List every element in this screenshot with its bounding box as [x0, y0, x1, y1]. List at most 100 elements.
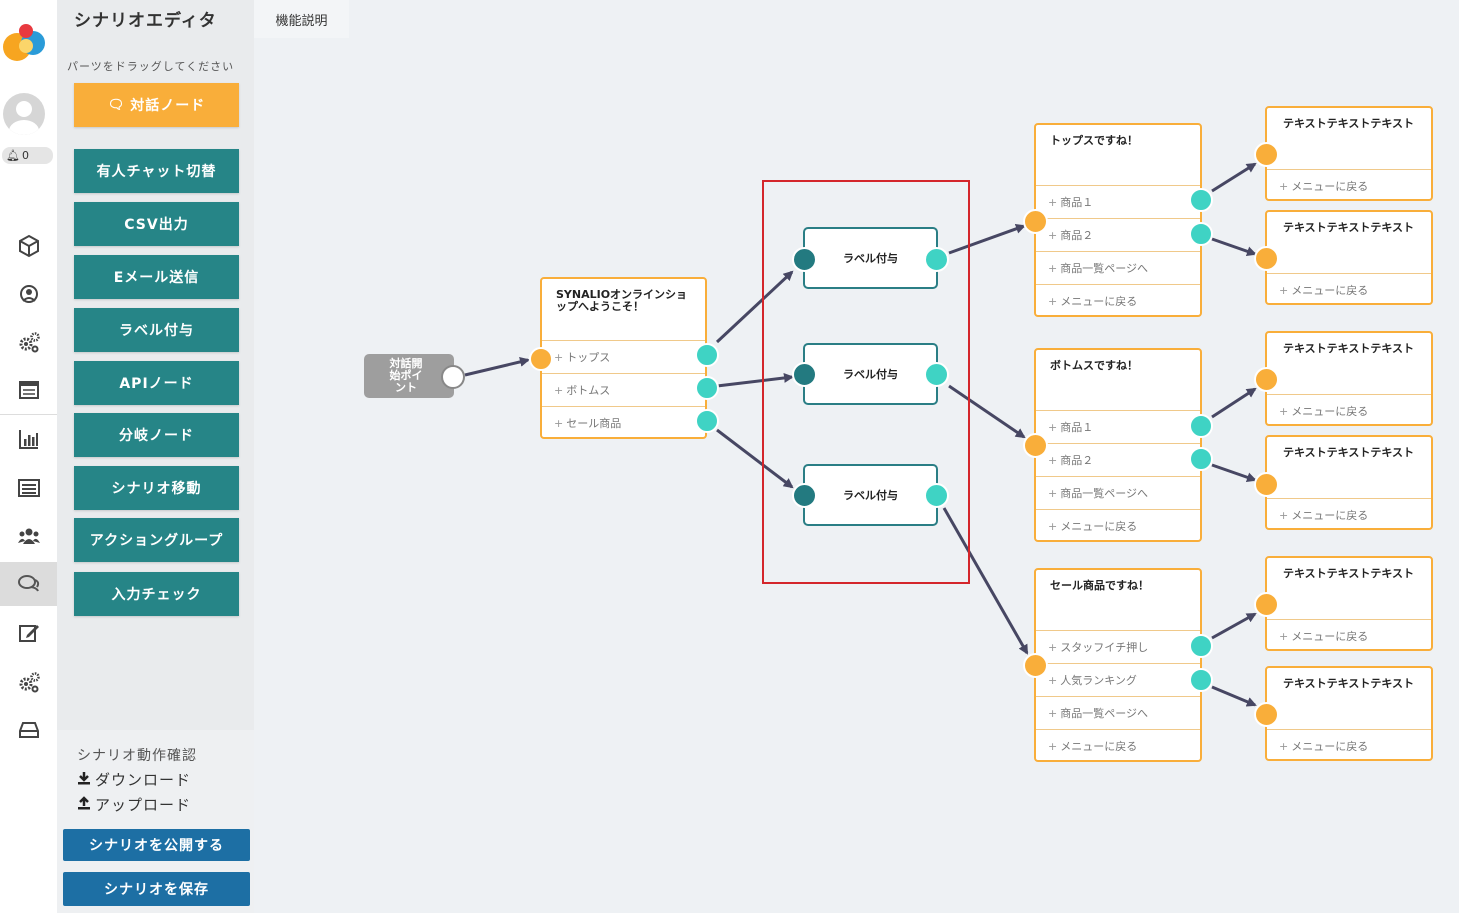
label-output-port[interactable]: [924, 247, 949, 272]
leaf-dialog-node[interactable]: テキストテキストテキスト +メニューに戻る: [1265, 666, 1433, 761]
branch-dialog-node[interactable]: トップスですね！ +商品１ +商品２ +商品一覧ページへ +メニューに戻る: [1034, 123, 1202, 317]
branch-input-port[interactable]: [1023, 209, 1048, 234]
leaf-dialog-node[interactable]: テキストテキストテキスト +メニューに戻る: [1265, 106, 1433, 201]
branch-output-port[interactable]: [1189, 634, 1213, 658]
leaf-input-port[interactable]: [1254, 367, 1279, 392]
label-output-port[interactable]: [924, 362, 949, 387]
leaf-input-port[interactable]: [1254, 246, 1279, 271]
label-node[interactable]: ラベル付与: [803, 343, 938, 405]
edge-b2-leaf4: [1211, 463, 1257, 483]
label-input-port[interactable]: [792, 483, 817, 508]
branch-node-button[interactable]: 分岐ノード: [74, 413, 239, 457]
scenario-move-button[interactable]: シナリオ移動: [74, 466, 239, 510]
scenario-test-link[interactable]: シナリオ動作確認: [77, 748, 197, 764]
dialog-node-button[interactable]: 🗨︎ 対話ノード: [74, 83, 239, 127]
node-option-row[interactable]: +メニューに戻る: [1267, 394, 1431, 427]
logo-icon[interactable]: [2, 22, 48, 66]
headset-icon[interactable]: [0, 272, 57, 316]
bar-chart-icon[interactable]: [0, 417, 57, 461]
publish-scenario-button[interactable]: シナリオを公開する: [63, 829, 250, 861]
tab-feature-description[interactable]: 機能説明: [254, 0, 349, 38]
node-option-row[interactable]: +メニューに戻る: [1267, 619, 1431, 652]
node-title: テキストテキストテキスト: [1283, 117, 1415, 130]
download-link[interactable]: ダウンロード: [77, 769, 191, 790]
leaf-dialog-node[interactable]: テキストテキストテキスト +メニューに戻る: [1265, 435, 1433, 530]
branch-input-port[interactable]: [1023, 433, 1048, 458]
browser-window-icon[interactable]: [0, 368, 57, 412]
node-option-row[interactable]: +メニューに戻る: [1036, 729, 1200, 762]
label-assign-button[interactable]: ラベル付与: [74, 308, 239, 352]
upload-link[interactable]: アップロード: [77, 794, 191, 815]
node-option-row[interactable]: +メニューに戻る: [1267, 729, 1431, 762]
leaf-input-port[interactable]: [1254, 702, 1279, 727]
api-node-button[interactable]: APIノード: [74, 361, 239, 405]
branch-output-port[interactable]: [1189, 447, 1213, 471]
edge-root-label3: [716, 428, 794, 489]
csv-output-button[interactable]: CSV出力: [74, 202, 239, 246]
label-node[interactable]: ラベル付与: [803, 464, 938, 526]
node-option-row[interactable]: +商品２: [1036, 218, 1200, 251]
leaf-input-port[interactable]: [1254, 472, 1279, 497]
leaf-dialog-node[interactable]: テキストテキストテキスト +メニューに戻る: [1265, 331, 1433, 426]
leaf-input-port[interactable]: [1254, 592, 1279, 617]
node-option-row[interactable]: +トップス: [542, 340, 705, 373]
human-chat-switch-button[interactable]: 有人チャット切替: [74, 149, 239, 193]
scenario-canvas[interactable]: 機能説明 対話開始ポイント SYNALIOオンラインショップへ: [254, 0, 1459, 913]
edit-icon[interactable]: [0, 611, 57, 655]
label-node[interactable]: ラベル付与: [803, 227, 938, 289]
list-icon[interactable]: [0, 466, 57, 510]
node-option-row[interactable]: +セール商品: [542, 406, 705, 439]
branch-output-port[interactable]: [1189, 188, 1213, 212]
chat-icon[interactable]: [0, 562, 57, 606]
label-input-port[interactable]: [792, 247, 817, 272]
root-output-port[interactable]: [695, 343, 719, 367]
node-option-row[interactable]: +メニューに戻る: [1267, 169, 1431, 202]
notification-badge[interactable]: 🔔︎ 0: [2, 147, 53, 164]
branch-input-port[interactable]: [1023, 653, 1048, 678]
email-send-button[interactable]: Eメール送信: [74, 255, 239, 299]
label-output-port[interactable]: [924, 483, 949, 508]
gears-icon[interactable]: [0, 320, 57, 364]
save-scenario-button[interactable]: シナリオを保存: [63, 872, 250, 906]
root-dialog-node[interactable]: SYNALIOオンラインショップへようこそ！ +トップス +ボトムス +セール商…: [540, 277, 707, 439]
branch-output-port[interactable]: [1189, 414, 1213, 438]
leaf-input-port[interactable]: [1254, 142, 1279, 167]
action-group-button[interactable]: アクショングループ: [74, 518, 239, 562]
leaf-dialog-node[interactable]: テキストテキストテキスト +メニューに戻る: [1265, 556, 1433, 651]
leaf-dialog-node[interactable]: テキストテキストテキスト +メニューに戻る: [1265, 210, 1433, 305]
start-node[interactable]: 対話開始ポイント: [364, 354, 454, 398]
node-option-row[interactable]: +人気ランキング: [1036, 663, 1200, 696]
edge-b1-leaf2: [1211, 237, 1257, 257]
node-option-row[interactable]: +スタッフイチ押し: [1036, 630, 1200, 663]
bell-icon: 🔔︎: [6, 149, 20, 162]
root-input-port[interactable]: [529, 347, 553, 371]
branch-output-port[interactable]: [1189, 222, 1213, 246]
avatar[interactable]: [3, 93, 45, 135]
branch-dialog-node[interactable]: ボトムスですね！ +商品１ +商品２ +商品一覧ページへ +メニューに戻る: [1034, 348, 1202, 542]
gears-icon[interactable]: [0, 660, 57, 704]
drive-icon[interactable]: [0, 708, 57, 752]
node-option-row[interactable]: +メニューに戻る: [1036, 284, 1200, 317]
node-title: トップスですね！: [1050, 134, 1138, 147]
cube-icon[interactable]: [0, 224, 57, 268]
node-option-row[interactable]: +ボトムス: [542, 373, 705, 406]
branch-dialog-node[interactable]: セール商品ですね！ +スタッフイチ押し +人気ランキング +商品一覧ページへ +…: [1034, 568, 1202, 762]
node-option-row[interactable]: +商品一覧ページへ: [1036, 476, 1200, 509]
label-input-port[interactable]: [792, 362, 817, 387]
users-icon[interactable]: [0, 514, 57, 558]
node-option-row[interactable]: +メニューに戻る: [1267, 498, 1431, 531]
start-port[interactable]: [441, 365, 465, 389]
input-check-button[interactable]: 入力チェック: [74, 572, 239, 616]
node-option-row[interactable]: +商品一覧ページへ: [1036, 251, 1200, 284]
root-output-port[interactable]: [695, 376, 719, 400]
node-option-row[interactable]: +商品一覧ページへ: [1036, 696, 1200, 729]
edge-b1-leaf1: [1211, 162, 1257, 193]
node-title: SYNALIOオンラインショップへようこそ！: [556, 288, 688, 313]
root-output-port[interactable]: [695, 409, 719, 433]
node-option-row[interactable]: +メニューに戻る: [1036, 509, 1200, 542]
node-option-row[interactable]: +メニューに戻る: [1267, 273, 1431, 306]
node-option-row[interactable]: +商品２: [1036, 443, 1200, 476]
node-option-row[interactable]: +商品１: [1036, 185, 1200, 218]
node-option-row[interactable]: +商品１: [1036, 410, 1200, 443]
branch-output-port[interactable]: [1189, 668, 1213, 692]
